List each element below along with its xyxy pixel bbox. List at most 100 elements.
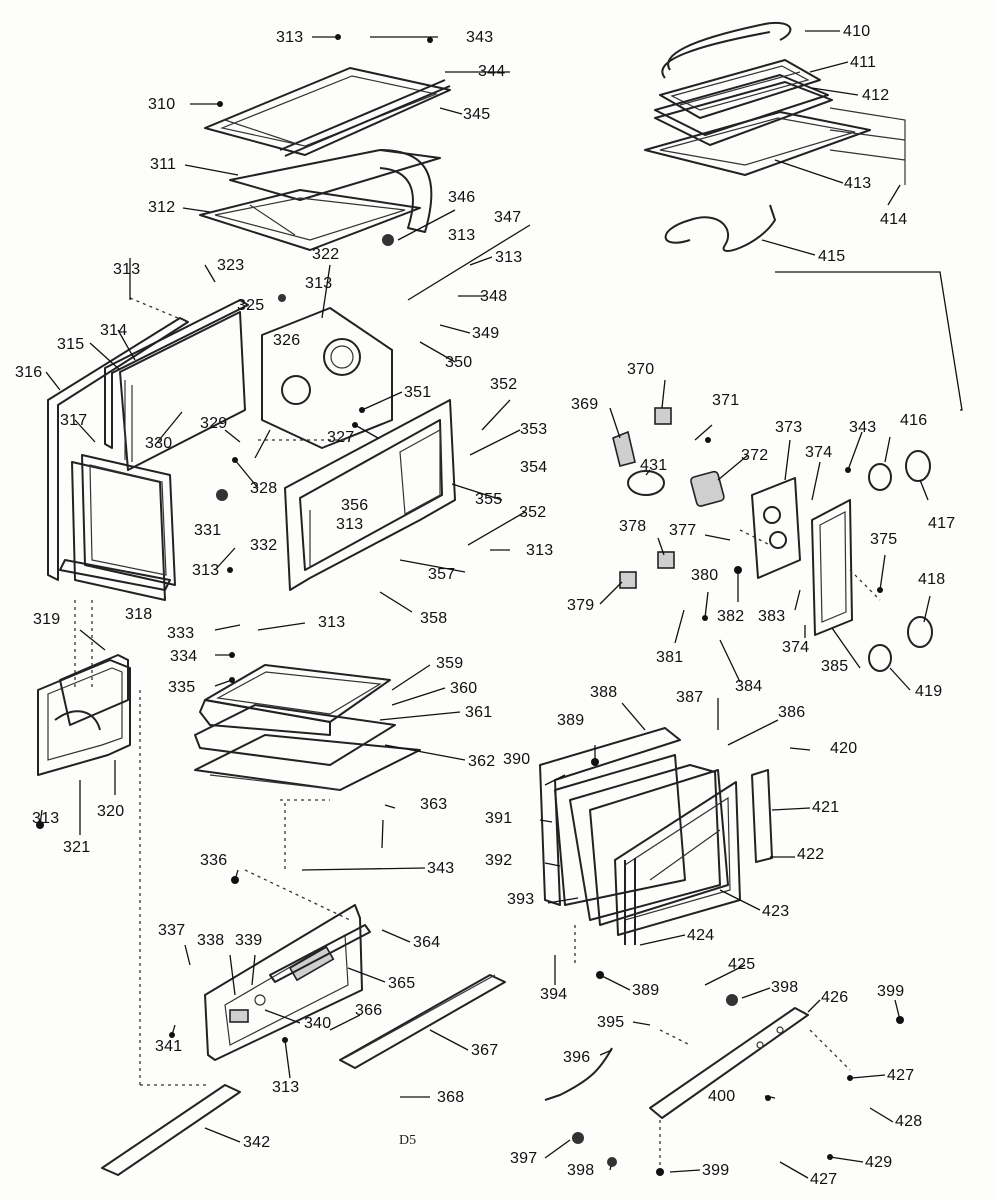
callout-343c: 343 [849,419,877,436]
callout-350: 350 [445,354,473,371]
callout-349: 349 [472,325,500,342]
lower-control-panel [204,904,371,1061]
callout-388: 388 [590,684,618,701]
callout-359: 359 [436,655,464,672]
callout-398: 398 [771,979,799,996]
callout-313k: 313 [32,810,60,827]
callout-420: 420 [830,740,858,757]
callout-355: 355 [475,491,503,508]
cooktop-top-frame [199,67,451,251]
callout-313d: 313 [113,261,141,278]
callout-329: 329 [200,415,228,432]
callout-424: 424 [687,927,715,944]
callout-330: 330 [145,435,173,452]
callout-leaders [39,30,931,1179]
callout-358: 358 [420,610,448,627]
callout-373: 373 [775,419,803,436]
callout-313e: 313 [305,275,333,292]
door-hinge-rail [544,1007,809,1119]
callout-313f: 313 [336,516,364,533]
callout-357: 357 [428,566,456,583]
broiler-pans [194,664,421,791]
callout-379: 379 [567,597,595,614]
oven-back-panel [261,307,393,449]
callout-353: 353 [520,421,548,438]
callout-321: 321 [63,839,91,856]
callout-422: 422 [797,846,825,863]
callout-334: 334 [170,648,198,665]
callout-348: 348 [480,288,508,305]
callout-342: 342 [243,1134,271,1151]
callout-363: 363 [420,796,448,813]
callout-310: 310 [148,96,176,113]
callout-354: 354 [520,459,548,476]
callout-416: 416 [900,412,928,429]
callout-365: 365 [388,975,416,992]
callout-397: 397 [510,1150,538,1167]
callout-381: 381 [656,649,684,666]
callout-346: 346 [448,189,476,206]
callout-367: 367 [471,1042,499,1059]
callout-364: 364 [413,934,441,951]
callout-383: 383 [758,608,786,625]
callout-393: 393 [507,891,535,908]
callout-399b: 399 [702,1162,730,1179]
callout-428: 428 [895,1113,923,1130]
callout-333: 333 [167,625,195,642]
callout-426: 426 [821,989,849,1006]
callout-313: 313 [276,29,304,46]
callout-423: 423 [762,903,790,920]
callout-341: 341 [155,1038,183,1055]
callout-344: 344 [478,63,506,80]
callout-371: 371 [712,392,740,409]
oven-side-panels [47,299,249,591]
callout-318: 318 [125,606,153,623]
broil-element-assembly [644,21,906,252]
callout-425: 425 [728,956,756,973]
callout-316: 316 [15,364,43,381]
callout-320: 320 [97,803,125,820]
lower-side-panel [37,654,131,776]
callout-385: 385 [821,658,849,675]
callout-400: 400 [708,1088,736,1105]
callout-394: 394 [540,986,568,1003]
callout-390: 390 [503,751,531,768]
callout-375: 375 [870,531,898,548]
callout-313g: 313 [526,542,554,559]
oven-glass-panels [71,454,176,601]
callout-362: 362 [468,753,496,770]
callout-398b: 398 [567,1162,595,1179]
oven-front-frame [284,399,456,591]
callout-323: 323 [217,257,245,274]
callout-391: 391 [485,810,513,827]
callout-369: 369 [571,396,599,413]
callout-336: 336 [200,852,228,869]
callout-360: 360 [450,680,478,697]
callout-374b: 374 [782,639,810,656]
callout-313h: 313 [192,562,220,579]
callout-361: 361 [465,704,493,721]
callout-415: 415 [818,248,846,265]
callout-431: 431 [640,457,668,474]
callout-417: 417 [928,515,956,532]
callout-389b: 389 [632,982,660,999]
callout-384: 384 [735,678,763,695]
callout-345: 345 [463,106,491,123]
callout-396: 396 [563,1049,591,1066]
callout-340: 340 [304,1015,332,1032]
callout-378: 378 [619,518,647,535]
callout-331: 331 [194,522,222,539]
callout-366: 366 [355,1002,383,1019]
oven-door-assembly [539,727,773,945]
callout-413: 413 [844,175,872,192]
callout-339: 339 [235,932,263,949]
page-marker: D5 [399,1133,417,1148]
callout-351: 351 [404,384,432,401]
callout-410: 410 [843,23,871,40]
callout-368: 368 [437,1089,465,1106]
callout-386: 386 [778,704,806,721]
callout-370: 370 [627,361,655,378]
callout-427b: 427 [810,1171,838,1188]
callout-356: 356 [341,497,369,514]
